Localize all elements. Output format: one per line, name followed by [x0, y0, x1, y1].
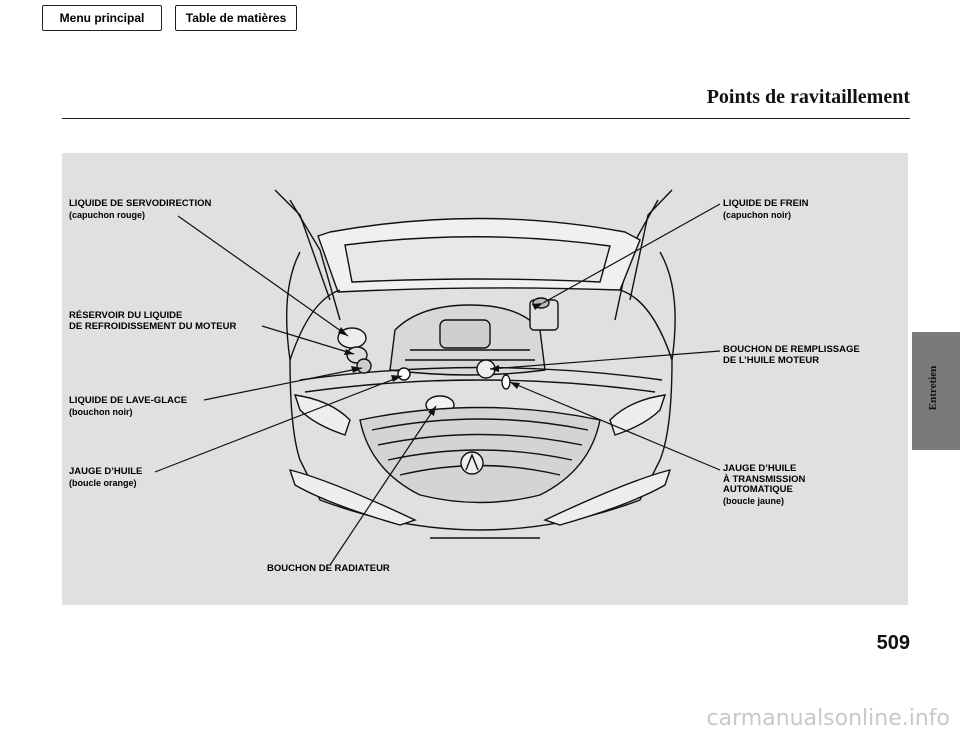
watermark: carmanualsonline.info [706, 706, 950, 731]
callout-oil-filler-line1: BOUCHON DE REMPLISSAGE [723, 344, 860, 355]
header-divider [62, 118, 910, 119]
callout-power-steering-label: LIQUIDE DE SERVODIRECTION [69, 198, 212, 209]
callout-atf-note: (boucle jaune) [723, 495, 785, 506]
leader-oil-dipstick [154, 375, 403, 473]
callout-atf-line3: AUTOMATIQUE [723, 484, 793, 495]
callout-oil-dipstick-label: JAUGE D’HUILE [69, 466, 143, 477]
callout-brake-label: LIQUIDE DE FREIN [723, 198, 809, 209]
leader-oil-filler [489, 350, 721, 370]
leader-brake [542, 203, 721, 304]
callout-atf-line1: JAUGE D’HUILE [723, 463, 797, 474]
callout-oil-filler-line2: DE L’HUILE MOTEUR [723, 354, 820, 366]
leader-washer [203, 367, 363, 401]
leader-coolant [261, 325, 355, 355]
callout-coolant: RÉSERVOIR DU LIQUIDE DE REFROIDISSEMENT … [69, 310, 237, 332]
table-of-contents-button[interactable]: Table de matières [175, 5, 297, 31]
callout-atf-dipstick: JAUGE D’HUILE À TRANSMISSION AUTOMATIQUE… [723, 463, 806, 506]
leader-radiator [329, 405, 437, 566]
callout-coolant-line1: RÉSERVOIR DU LIQUIDE [69, 310, 183, 321]
callout-washer: LIQUIDE DE LAVE-GLACE (bouchon noir) [69, 395, 188, 417]
callout-washer-note: (bouchon noir) [69, 406, 133, 417]
callout-brake-note: (capuchon noir) [723, 209, 791, 220]
page-title: Points de ravitaillement [706, 86, 910, 108]
leader-power-steering [177, 215, 349, 337]
callout-oil-dipstick-note: (boucle orange) [69, 477, 137, 488]
callout-power-steering: LIQUIDE DE SERVODIRECTION (capuchon roug… [69, 198, 212, 220]
callout-radiator-label: BOUCHON DE RADIATEUR [267, 563, 390, 574]
section-tab [912, 332, 960, 450]
callout-coolant-line2: DE REFROIDISSEMENT DU MOTEUR [69, 320, 237, 332]
callout-washer-label: LIQUIDE DE LAVE-GLACE [69, 395, 188, 406]
callout-oil-dipstick: JAUGE D’HUILE (boucle orange) [69, 466, 143, 488]
callout-atf-line2: À TRANSMISSION [723, 473, 806, 485]
callout-radiator: BOUCHON DE RADIATEUR [267, 563, 390, 575]
section-tab-label: Entretien [927, 365, 939, 411]
main-menu-button[interactable]: Menu principal [42, 5, 162, 31]
callout-power-steering-note: (capuchon rouge) [69, 209, 145, 220]
callout-oil-filler: BOUCHON DE REMPLISSAGE DE L’HUILE MOTEUR [723, 344, 860, 366]
page-number: 509 [876, 632, 910, 654]
callout-brake: LIQUIDE DE FREIN (capuchon noir) [723, 198, 809, 220]
leader-atf [509, 381, 721, 471]
